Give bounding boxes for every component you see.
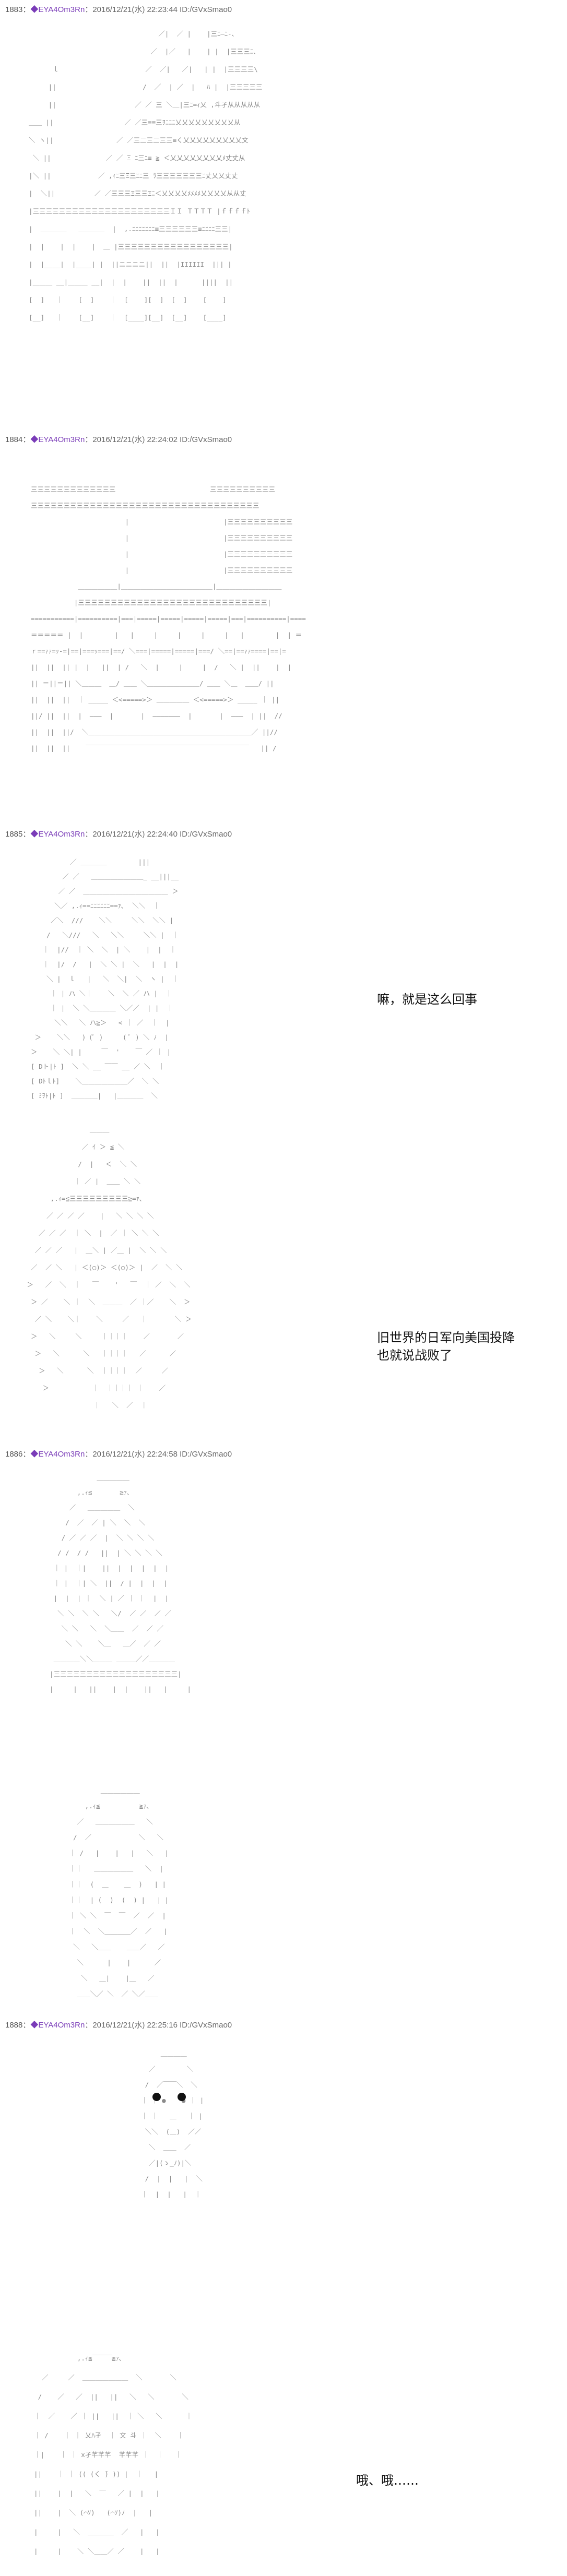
dialogue-1: 嘛，就是这么回事 (377, 991, 477, 1008)
post-separator: ： (22, 1450, 31, 1459)
post-1886: 1886：◆EYA4Om3Rn：2016/12/21(水) 22:24:58 I… (0, 1449, 567, 2012)
post-header: 1888：◆EYA4Om3Rn：2016/12/21(水) 22:25:16 I… (5, 2020, 232, 2031)
post-date-id: ：2016/12/21(水) 22:24:58 ID:/GVxSmao0 (85, 1450, 232, 1459)
dialogue-1-text: 嘛，就是这么回事 (377, 992, 477, 1007)
post-number: 1886 (5, 1450, 23, 1459)
dialogue-3: 哦、哦…… (356, 2472, 419, 2489)
post-author-trip[interactable]: ◆EYA4Om3Rn (30, 5, 85, 14)
post-date-id: ：2016/12/21(水) 22:23:44 ID:/GVxSmao0 (85, 5, 232, 14)
post-separator: ： (22, 830, 31, 839)
dialogue-3-text: 哦、哦…… (356, 2473, 419, 2488)
dialogue-2: 旧世界的日军向美国投降 也就说战败了 (377, 1329, 515, 1364)
post-author-trip[interactable]: ◆EYA4Om3Rn (30, 830, 85, 839)
post-separator: ： (22, 435, 31, 444)
ascii-art-station-scene: 三三三三三三三三三三三三三 三三三三三三三三三三 三三三三三三三三三三三三三三三… (31, 485, 306, 752)
post-date-id: ：2016/12/21(水) 22:25:16 ID:/GVxSmao0 (85, 2021, 232, 2030)
post-author-trip[interactable]: ◆EYA4Om3Rn (30, 435, 85, 444)
dialogue-2-line-1: 旧世界的日军向美国投降 (377, 1330, 515, 1345)
post-1884: 1884：◆EYA4Om3Rn：2016/12/21(水) 22:24:02 I… (0, 434, 567, 827)
ascii-art-character-1: ／ ＿＿＿＿ ||| ／ ／ ＿＿＿＿＿＿＿＿_ __|||__ ／ ／ ＿＿＿… (31, 858, 179, 1100)
ascii-art-character-3: ＿＿＿＿＿ ,.ｨ≦ ≧ｧ､ ／ ＿＿＿＿＿ ＼ / ／ ／ | ＼ ＼ ＼ /… (50, 1473, 191, 1693)
post-number: 1888 (5, 2021, 23, 2030)
ascii-art-bus-scene: ／| ／ | |三ﾆ―ﾆ-､ ／ |／ | | | |三三三ﾆ、 ｌ ／ ／| … (29, 30, 263, 321)
ascii-art-character-5: ,.ｨ≦￣￣￣≧ｧ､ ／ ／ ＿＿＿＿＿＿＿ ＼ ＼ / ／ ／ || || ＼… (34, 2354, 193, 2555)
dialogue-2-line-2: 也就说战败了 (377, 1348, 452, 1363)
post-number: 1883 (5, 5, 23, 14)
post-separator: ： (22, 2021, 31, 2030)
post-number: 1885 (5, 830, 23, 839)
post-header: 1885：◆EYA4Om3Rn：2016/12/21(水) 22:24:40 I… (5, 829, 232, 840)
post-date-id: ：2016/12/21(水) 22:24:02 ID:/GVxSmao0 (85, 435, 232, 444)
ascii-art-chibi-face: ＿＿＿＿ ／ ＼ / ／￣￣＼ ＼ ｜ ｜ ● ● ｜ | ｜ ｜ ＿ ｜ | … (141, 2049, 204, 2198)
eye-left-dot (152, 2093, 161, 2101)
post-number: 1884 (5, 435, 23, 444)
post-author-trip[interactable]: ◆EYA4Om3Rn (30, 1450, 85, 1459)
post-header: 1883：◆EYA4Om3Rn：2016/12/21(水) 22:23:44 I… (5, 4, 232, 16)
post-header: 1886：◆EYA4Om3Rn：2016/12/21(水) 22:24:58 I… (5, 1449, 232, 1460)
post-date-id: ：2016/12/21(水) 22:24:40 ID:/GVxSmao0 (85, 830, 232, 839)
eye-right-dot (178, 2093, 186, 2101)
post-author-trip[interactable]: ◆EYA4Om3Rn (30, 2021, 85, 2030)
post-separator: ： (22, 5, 31, 14)
ascii-art-character-4: ＿＿＿＿＿＿ ,.ｨ≦ ≧ｧ､ ／ ＿＿＿＿＿＿ ＼ / ／ ＼ ＼ ｜ / |… (69, 1786, 169, 1998)
post-1885: 1885：◆EYA4Om3Rn：2016/12/21(水) 22:24:40 I… (0, 829, 567, 1441)
post-1883: 1883：◆EYA4Om3Rn：2016/12/21(水) 22:23:44 I… (0, 4, 567, 425)
post-1888: 1888：◆EYA4Om3Rn：2016/12/21(水) 22:25:16 I… (0, 2020, 567, 2573)
ascii-art-character-2: ＿＿＿ ／ ｲ ＞ ≦ ＼ / | ＜ ＼ ＼ ｜ ／ | ＿＿ ＼ ＼ ,.ｨ… (27, 1126, 192, 1409)
post-header: 1884：◆EYA4Om3Rn：2016/12/21(水) 22:24:02 I… (5, 434, 232, 446)
